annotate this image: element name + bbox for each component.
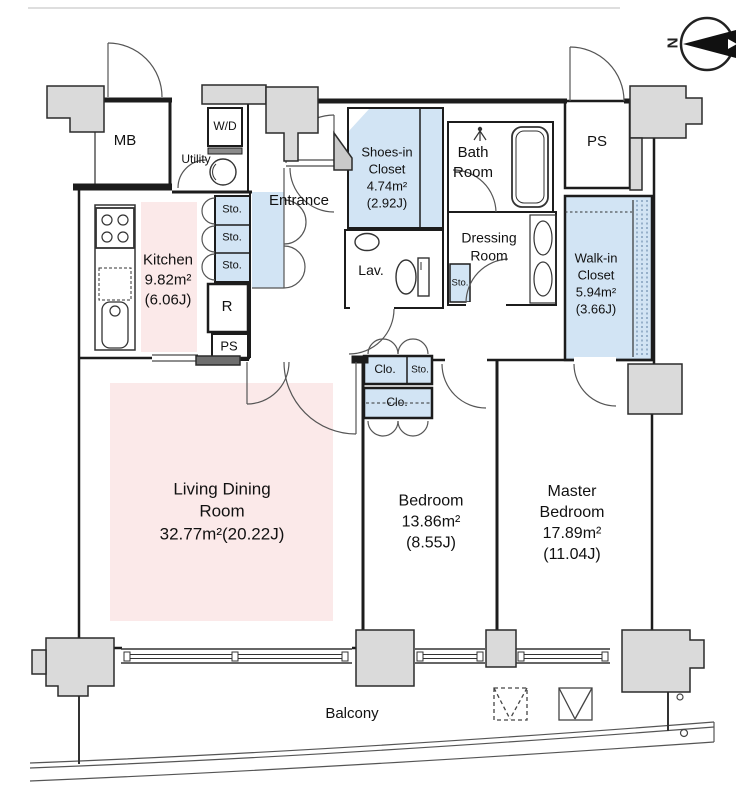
label-utility: Utility: [181, 152, 211, 167]
utility-sink-icon: [209, 158, 237, 186]
basin-icon: [354, 232, 380, 252]
escape-hatch-icon: [493, 687, 593, 721]
kitchen-fixtures: [94, 204, 136, 351]
dressing-shelf: [529, 214, 557, 304]
label-bedroom: Bedroom 13.86m² (8.55J): [398, 492, 464, 552]
balcony-graphics: [29, 685, 715, 782]
walkin-hanger-strip: [565, 200, 648, 357]
bath-fixtures: [473, 126, 549, 208]
label-wd: W/D: [213, 119, 237, 134]
compass-north-letter: N: [664, 37, 682, 49]
label-refrigerator: R: [221, 298, 233, 316]
label-mb: MB: [113, 132, 137, 150]
bathtub-icon: [511, 126, 549, 208]
label-kitchen: Kitchen 9.82m² (6.06J): [142, 251, 194, 308]
windows: [121, 648, 610, 664]
label-clo-bottom: Clo.: [386, 395, 408, 410]
label-ps-left: PS: [220, 338, 238, 354]
bedroom-window: [415, 648, 485, 664]
shower-icon: [473, 126, 487, 141]
stove-icon: [95, 207, 135, 249]
label-shoes-closet: Shoes-in Closet 4.74m² (2.92J): [361, 144, 413, 212]
label-walkin-closet: Walk-in Closet 5.94m² (3.66J): [574, 250, 618, 318]
master-window: [516, 648, 610, 664]
label-sto-top: Sto.: [411, 364, 429, 376]
label-sto-dressing: Sto.: [451, 277, 469, 289]
label-living-dining: Living Dining Room 32.77m²(20.22J): [159, 479, 285, 544]
toilet-icon: [395, 257, 430, 297]
kitchen-sink-icon: [101, 301, 129, 349]
pillars: [31, 84, 705, 697]
label-ps-right: PS: [586, 133, 608, 151]
floor-fills: [110, 108, 652, 621]
dressing-door-gap: [466, 302, 506, 307]
label-clo-top: Clo.: [374, 362, 396, 377]
label-lav: Lav.: [358, 261, 384, 278]
label-sto-1: Sto.: [222, 203, 242, 216]
label-balcony: Balcony: [325, 705, 379, 723]
label-dressing-room: Dressing Room: [461, 229, 517, 264]
label-sto-2: Sto.: [222, 231, 242, 244]
lav-fixtures: [354, 232, 430, 297]
label-sto-3: Sto.: [222, 259, 242, 272]
door-arcs: [107, 42, 625, 437]
living-window: [121, 648, 352, 664]
north-compass-icon: [679, 16, 737, 72]
label-bath-room: Bath Room: [452, 144, 494, 181]
walkin-door-gap: [574, 357, 616, 363]
label-entrance: Entrance: [268, 192, 330, 210]
lav-door-gap: [350, 306, 394, 311]
label-master-bedroom: Master Bedroom 17.89m² (11.04J): [539, 482, 605, 564]
